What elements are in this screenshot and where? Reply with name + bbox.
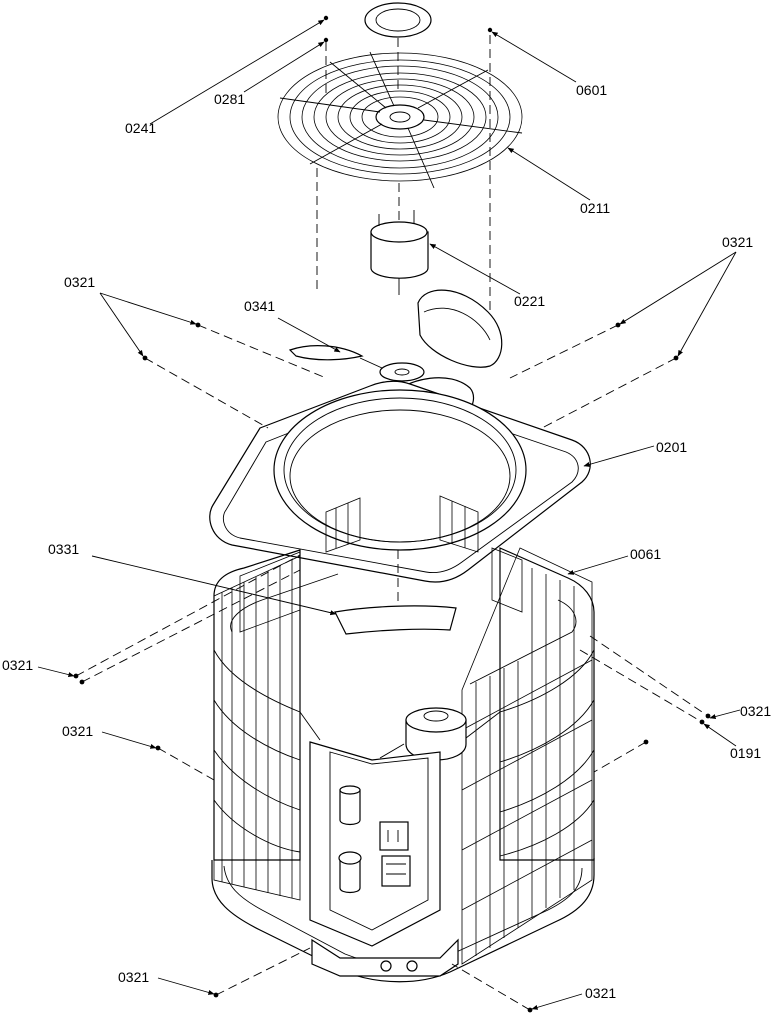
fan-guard-grille (277, 51, 523, 189)
screw-line-mr2 (579, 649, 703, 723)
label-0321-mid-left: 0321 (2, 657, 33, 673)
screw-line-ll (157, 747, 215, 781)
left-grille-panel (213, 555, 301, 901)
screw-line-ml2 (75, 554, 301, 677)
screw-line-mr1 (589, 635, 709, 717)
label-0241: 0241 (125, 120, 156, 136)
label-0201: 0201 (656, 439, 687, 455)
label-0321-mid-right: 0321 (740, 703, 771, 719)
label-0321-top-left: 0321 (64, 274, 95, 290)
refrigerant-line-left (299, 711, 321, 741)
control-box (309, 741, 459, 977)
label-0321-bottom-left: 0321 (118, 969, 149, 985)
label-0211: 0211 (580, 200, 610, 216)
label-0281: 0281 (214, 91, 245, 107)
label-0191: 0191 (730, 745, 761, 761)
screw-line-lr (593, 741, 647, 773)
leader-lines (37, 19, 741, 1010)
fan-guard-cap (364, 2, 432, 38)
screw-line-tr1 (509, 324, 619, 379)
label-0061: 0061 (630, 546, 661, 562)
right-grille-panel (461, 547, 593, 965)
top-panel (209, 380, 591, 583)
label-0221: 0221 (514, 293, 545, 309)
fan-motor (370, 210, 429, 295)
screw-line-tl1 (197, 324, 327, 379)
back-grille-panel (239, 495, 479, 633)
label-0601: 0601 (576, 82, 607, 98)
label-0331: 0331 (48, 541, 79, 557)
refrigerant-line-right (465, 711, 501, 739)
screw-line-tl2 (144, 357, 269, 429)
label-0321-bottom-right: 0321 (585, 985, 616, 1001)
screw-line-bl (215, 947, 311, 996)
screw-line-tr2 (541, 357, 677, 429)
baffle-panel (334, 605, 457, 635)
screw-line-br (451, 963, 531, 1011)
label-0321-top-right: 0321 (722, 234, 753, 250)
compressor (379, 707, 467, 761)
label-0341: 0341 (244, 298, 275, 314)
label-0321-lower-left: 0321 (62, 723, 93, 739)
screw-line-ml1 (81, 569, 301, 683)
